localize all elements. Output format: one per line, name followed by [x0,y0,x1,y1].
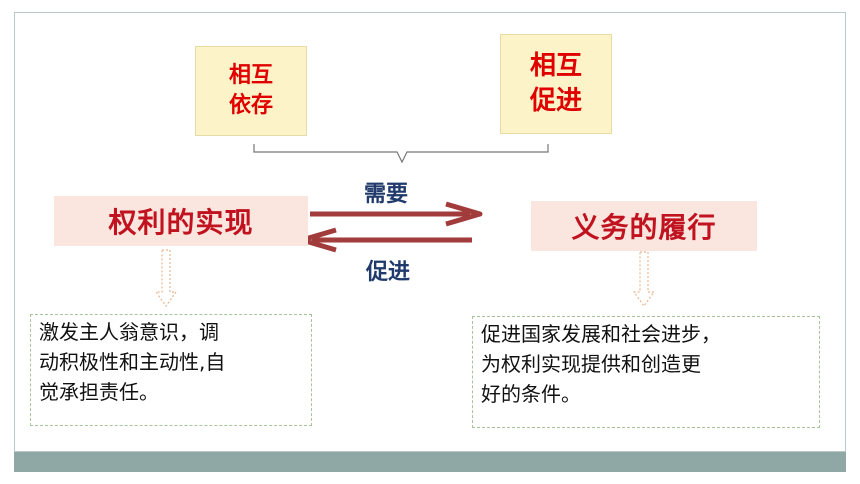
mutual-promotion-line-2: 促进 [529,86,582,116]
duty-description-line-1: 促进国家发展和社会进步， [481,322,721,346]
duty-fulfillment-box: 义务的履行 [531,201,757,251]
need-label: 需要 [364,182,409,207]
rights-description-box: 激发主人翁意识，调 动积极性和主动性,自 觉承担责任。 [30,314,312,426]
duty-description-line-2: 为权利实现提供和创造更 [481,352,701,376]
mutual-promotion-box: 相互 促进 [500,34,612,134]
need-arrowhead [445,201,483,227]
promote-label: 促进 [366,260,411,285]
rights-realization-label: 权利的实现 [108,206,254,239]
rights-description-line-1: 激发主人翁意识，调 [39,320,219,344]
rights-description-line-3: 觉承担责任。 [39,380,159,404]
duty-description-box: 促进国家发展和社会进步， 为权利实现提供和创造更 好的条件。 [472,316,820,428]
rights-description-line-2: 动积极性和主动性,自 [39,350,226,374]
right-down-arrow [632,251,656,308]
mutual-promotion-line-1: 相互 [529,50,582,81]
curly-brace [253,144,549,164]
left-down-arrow [154,249,178,308]
mutual-dependence-box: 相互 依存 [195,46,307,136]
duty-fulfillment-label: 义务的履行 [571,211,717,244]
bottom-bar [14,452,846,472]
duty-description-line-3: 好的条件。 [481,382,581,406]
rights-realization-box: 权利的实现 [54,196,308,246]
mutual-dependence-line-2: 依存 [228,93,273,118]
mutual-dependence-line-1: 相互 [228,63,273,89]
